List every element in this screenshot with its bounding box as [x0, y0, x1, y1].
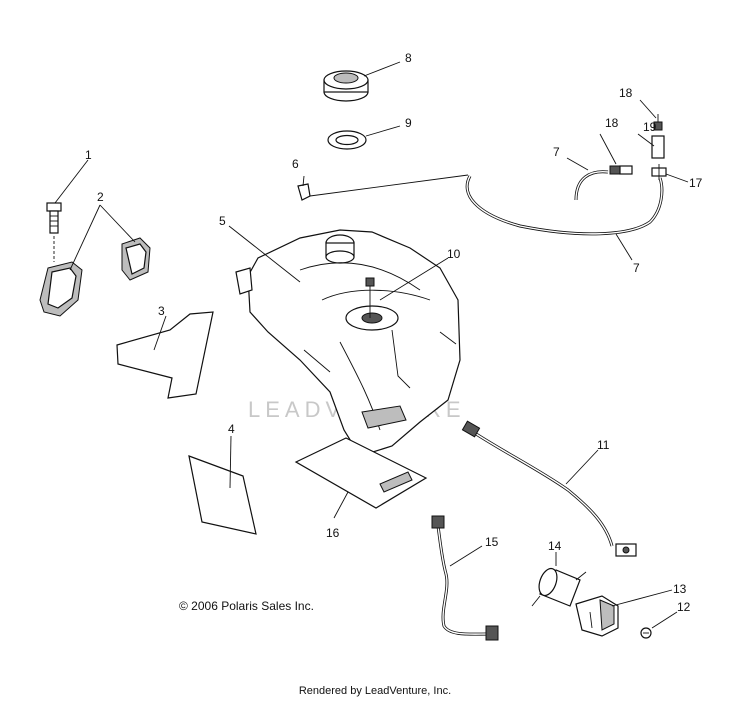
leader-line: [379, 257, 449, 301]
leader-line: [365, 125, 401, 137]
copyright-text: © 2006 Polaris Sales Inc.: [179, 599, 314, 613]
leader-line: [153, 315, 167, 351]
vent-hose-part: [465, 175, 664, 236]
leader-line: [611, 589, 673, 607]
callout-9: 9: [405, 116, 412, 130]
fuel-line-part: [461, 420, 637, 557]
leader-line: [228, 225, 301, 283]
fuel-cap-part: [323, 70, 369, 102]
tee-fitting-part: [651, 164, 667, 180]
callout-13: 13: [673, 582, 687, 596]
filter-bracket-part: [575, 595, 619, 637]
callout-19: 19: [643, 120, 657, 134]
leader-line: [54, 159, 89, 204]
callout-12: 12: [677, 600, 691, 614]
leader-line: [309, 174, 469, 197]
leader-line: [615, 233, 633, 261]
callout-10: 10: [447, 247, 461, 261]
leader-line: [566, 157, 589, 171]
callout-8: 8: [405, 51, 412, 65]
callout-14: 14: [548, 539, 562, 553]
leader-line: [99, 204, 136, 243]
callout-2: 2: [97, 190, 104, 204]
callout-18: 18: [619, 86, 633, 100]
fuel-tank-part: [235, 229, 461, 457]
leader-line: [665, 173, 689, 183]
callout-7: 7: [553, 145, 560, 159]
rendered-by-text: Rendered by LeadVenture, Inc.: [298, 685, 452, 697]
shield-plate-part: [294, 437, 428, 509]
callout-4: 4: [228, 422, 235, 436]
callout-1: 1: [85, 148, 92, 162]
hose-connector-part: [651, 135, 665, 159]
leader-line: [69, 204, 101, 271]
callout-18: 18: [605, 116, 619, 130]
leader-line: [363, 61, 401, 77]
pad-part: [188, 455, 257, 535]
leader-line: [229, 435, 232, 489]
leader-line: [639, 99, 657, 119]
callout-15: 15: [485, 535, 499, 549]
l-pad-part: [116, 311, 214, 399]
screw-part: [640, 627, 652, 639]
clip-part: [297, 175, 311, 201]
leader-line: [637, 133, 655, 147]
callout-3: 3: [158, 304, 165, 318]
callout-17: 17: [689, 176, 703, 190]
fuel-filter-part: [531, 567, 587, 607]
callout-7: 7: [633, 261, 640, 275]
fuel-hose-part: [431, 515, 499, 641]
leader-line: [333, 491, 349, 519]
callout-6: 6: [292, 157, 299, 171]
callout-16: 16: [326, 526, 340, 540]
leader-line: [449, 545, 483, 567]
callout-5: 5: [219, 214, 226, 228]
seal-ring-part: [327, 130, 367, 150]
leader-line: [565, 449, 599, 485]
leader-line: [599, 133, 617, 165]
bracket-part: [39, 237, 151, 317]
leader-line: [651, 611, 678, 629]
vent-hose-part: [574, 170, 609, 201]
bolt-part: [46, 202, 62, 234]
check-valve-part: [609, 114, 663, 175]
callout-11: 11: [597, 438, 610, 452]
